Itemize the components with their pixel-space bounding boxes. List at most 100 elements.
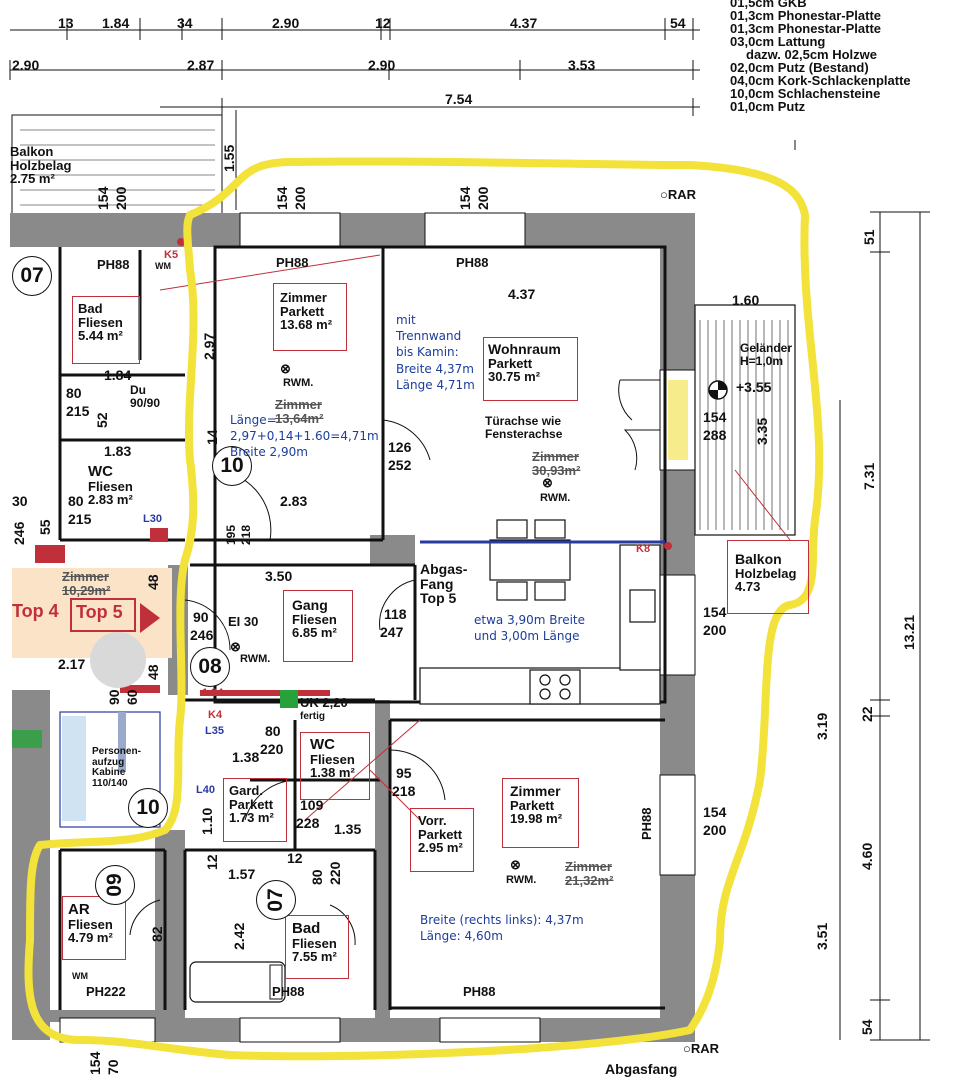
room-floor: Fliesen — [292, 611, 337, 627]
opening-height: 228 — [296, 815, 320, 831]
room-dim: 82 — [149, 926, 165, 942]
room-dim: 2.97 — [201, 332, 217, 360]
room-wohnraum: Wohnraum Parkett 30.75 m² — [488, 342, 561, 384]
opening-width: 154 — [703, 409, 727, 425]
opening-height: 246 — [11, 521, 27, 545]
room-area: 30.75 m² — [488, 369, 541, 385]
opening-width: 154 — [457, 186, 473, 210]
room-box — [72, 296, 140, 364]
right-dim-total: 13.21 — [901, 614, 917, 650]
legend-line: 01,5cm GKB — [730, 0, 807, 10]
room-balkon-left: Balkon Holzbelag 2.75 m² — [10, 145, 71, 186]
rwm-icon: ⊗ — [510, 857, 521, 872]
room-floor: Fliesen — [310, 751, 355, 767]
room-box — [502, 778, 579, 848]
right-dim: 4.60 — [859, 842, 875, 870]
opening-width: 118 — [384, 606, 407, 622]
old-area-label: Zimmer 21,32m² — [565, 859, 614, 888]
room-dim: 1.38 — [232, 749, 260, 765]
room-box — [483, 337, 578, 401]
opening-height: 220 — [260, 741, 284, 757]
right-dim: 1.55 — [221, 144, 237, 172]
right-dim: 7.31 — [861, 462, 877, 490]
room-number-circle: 07 — [256, 880, 296, 920]
uk-label: UK 2,20 — [300, 695, 348, 710]
room-floor: Parkett — [488, 355, 533, 371]
ph88-label: PH88 — [272, 984, 305, 999]
room-area: 1.38 m² — [310, 765, 355, 781]
right-dim: 3.19 — [814, 712, 830, 740]
old-area-label: Zimmer 30,93m² — [532, 449, 581, 478]
room-name: Zimmer — [280, 290, 327, 305]
legend-line: 01,3cm Phonestar-Platte — [730, 21, 882, 36]
opening-height: 200 — [703, 622, 727, 638]
top-dimension-lines — [9, 18, 930, 1041]
opening-width: 109 — [300, 797, 324, 813]
room-name: Wohnraum — [488, 341, 561, 357]
room-box — [283, 590, 353, 662]
room-dim: 12 — [204, 854, 220, 870]
room-wc-mid: WC Fliesen 1.38 m² — [310, 737, 355, 780]
note-trennwand: mit Trennwand bis Kamin: Breite 4,37m Lä… — [396, 313, 475, 392]
room-area: 2.95 m² — [418, 840, 463, 856]
right-dim: 51 — [861, 229, 877, 245]
ph88-label: PH88 — [276, 255, 309, 270]
opening-height: 288 — [703, 427, 727, 443]
room-floor: Parkett — [229, 796, 274, 812]
room-floor: Parkett — [280, 303, 325, 319]
opening-width: 154 — [703, 604, 727, 620]
room-dim: 2.83 — [280, 493, 308, 509]
abgasfang-label: Abgasfang — [605, 1061, 678, 1077]
right-dim: 3.35 — [754, 417, 770, 445]
room-dim: 2.42 — [231, 922, 247, 950]
top-box — [70, 598, 136, 632]
room-floor: Fliesen — [68, 916, 113, 932]
room-gard: Gard. Parkett 1.73 m² — [229, 784, 274, 825]
opening-width: 154 — [274, 186, 290, 210]
room-area: 2.75 m² — [10, 171, 55, 187]
room-box — [273, 283, 347, 351]
room-number-circle: 07 — [12, 256, 52, 296]
room-floor: Parkett — [510, 797, 555, 813]
rwm-label: RWM. — [540, 492, 571, 504]
ph88-label: PH88 — [97, 257, 130, 272]
right-dim: 22 — [859, 706, 875, 722]
room-box — [285, 915, 349, 979]
k-tag: K3 — [150, 527, 165, 539]
room-dim: 90 — [106, 689, 122, 705]
room-name: Balkon — [10, 144, 54, 159]
room-gang: Gang Fliesen 6.85 m² — [292, 598, 337, 640]
room-bad-bottom: Bad Fliesen 7.55 m² — [292, 921, 337, 964]
top-label: Top 4 — [12, 601, 59, 621]
opening-height: 247 — [380, 624, 404, 640]
opening-width: 80 — [309, 869, 325, 885]
top-dim: 2.87 — [187, 57, 215, 73]
room-box — [300, 732, 370, 800]
top-dim: 4.37 — [510, 15, 538, 31]
room-dim: 1.60 — [732, 292, 760, 308]
room-box — [727, 540, 809, 614]
k-tag: K4 — [208, 709, 223, 721]
room-dim: 1.84 — [104, 367, 132, 383]
room-area: 19.98 m² — [510, 811, 563, 827]
room-dim: 12 — [287, 850, 303, 866]
l-tag: L40 — [196, 784, 215, 796]
room-name: Vorr. — [418, 813, 447, 828]
room-zimmer-top: Zimmer Parkett 13.68 m² — [280, 291, 332, 332]
top-dim: 2.90 — [272, 15, 300, 31]
opening-width: 154 — [87, 1051, 103, 1075]
room-dim: 3.50 — [265, 568, 293, 584]
room-number-circle: 08 — [190, 647, 230, 687]
legend-line: 02,0cm Putz (Bestand) — [730, 60, 869, 75]
top-dim: 54 — [670, 15, 686, 31]
opening-height: 200 — [113, 186, 129, 210]
opening-width: 80 — [265, 723, 281, 739]
opening-height: 218 — [239, 524, 253, 545]
room-dim: 1.57 — [228, 866, 256, 882]
opening-height: 215 — [68, 511, 92, 527]
legend-line: dazw. 02,5cm Holzwe — [746, 47, 878, 62]
right-dim: 3.51 — [814, 922, 830, 950]
room-number-circle: 10 — [212, 446, 252, 486]
abgas-label: Abgas- Fang Top 5 — [420, 561, 468, 607]
